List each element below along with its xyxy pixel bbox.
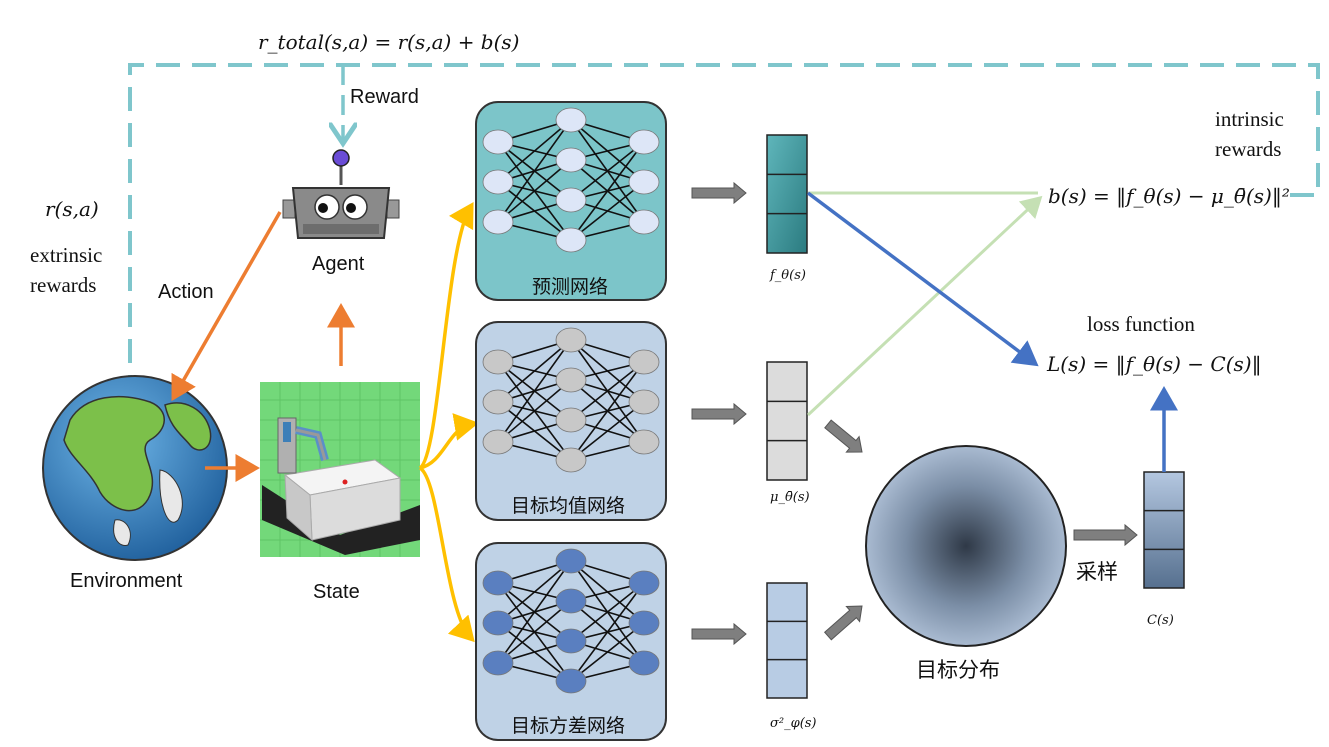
state-to-network-arrows (418, 201, 479, 643)
network-node (555, 668, 587, 694)
action-arrows (171, 211, 355, 482)
output-vector-1 (766, 361, 808, 481)
network-1 (475, 321, 667, 521)
network-node (628, 650, 660, 676)
network-node (555, 367, 587, 393)
network-node (555, 327, 587, 353)
network-node (555, 548, 587, 574)
network-node (628, 209, 660, 235)
output-vector-0 (766, 134, 808, 254)
arrow-var-to-sigma (691, 622, 747, 646)
network-node (482, 610, 514, 636)
network-0 (475, 101, 667, 301)
network-node (482, 129, 514, 155)
network-node (555, 447, 587, 473)
network-node (628, 429, 660, 455)
network-node (482, 570, 514, 596)
network-node (482, 429, 514, 455)
network-label-predict: 预测网络 (532, 276, 609, 298)
network-node (555, 588, 587, 614)
network-node (555, 407, 587, 433)
arrow-predict-to-f (691, 181, 747, 205)
network-node (628, 610, 660, 636)
network-node (628, 570, 660, 596)
network-node (482, 169, 514, 195)
environment-label: Environment (70, 570, 183, 592)
network-node (628, 169, 660, 195)
output-vector-3 (1143, 471, 1185, 589)
intrinsic-feedback-path (128, 63, 1320, 380)
network-node (555, 628, 587, 654)
extrinsic-formula: r(s,a) (45, 197, 99, 221)
action-label: Action (158, 281, 214, 303)
networks-group (475, 101, 667, 741)
reward-label: Reward (350, 86, 419, 108)
state-label: State (313, 581, 360, 603)
arrow-sigma-to-dist (823, 605, 863, 641)
network-node (555, 227, 587, 253)
gray-arrows (691, 181, 1138, 646)
vector-label-c: C(s) (1147, 613, 1174, 628)
arrow-mean-to-mu (691, 402, 747, 426)
network-node (555, 187, 587, 213)
output-vectors (766, 134, 1185, 699)
loss-function-label: loss function (1087, 312, 1195, 336)
target-distribution-label: 目标分布 (916, 658, 1000, 682)
network-2 (475, 542, 667, 741)
extrinsic-rewards-label: extrinsic rewards (30, 243, 103, 297)
total-reward-formula: r_total(s,a) = r(s,a) + b(s) (258, 30, 520, 54)
arrow-dist-to-c (1073, 523, 1138, 547)
network-label-target-var: 目标方差网络 (511, 715, 626, 737)
network-node (555, 107, 587, 133)
network-node (628, 129, 660, 155)
network-node (482, 650, 514, 676)
bonus-formula: b(s) = ‖f_θ(s) − μ_θ̄(s)‖² (1048, 184, 1290, 208)
target-distribution-circle (865, 445, 1067, 647)
state-image (260, 382, 420, 557)
output-vector-2 (766, 582, 808, 699)
agent-label: Agent (312, 253, 365, 275)
network-node (482, 389, 514, 415)
intrinsic-rewards-label: intrinsic rewards (1215, 107, 1284, 161)
network-node (628, 389, 660, 415)
loss-formula: L(s) = ‖f_θ(s) − C(s)‖ (1047, 352, 1262, 376)
network-node (555, 147, 587, 173)
arrow-mu-to-dist (824, 419, 863, 453)
agent-robot-icon (282, 149, 400, 239)
network-node (482, 349, 514, 375)
network-node (628, 349, 660, 375)
loss-connections (806, 191, 1178, 472)
sampling-label: 采样 (1076, 560, 1118, 584)
vector-label-sigma: σ²_φ(s) (770, 716, 817, 731)
network-node (482, 209, 514, 235)
vector-label-mu: μ_θ̄(s) (770, 490, 810, 505)
vector-label-f: f_θ(s) (770, 268, 806, 283)
network-label-target-mean: 目标均值网络 (511, 495, 626, 517)
environment-globe-icon (42, 375, 228, 561)
